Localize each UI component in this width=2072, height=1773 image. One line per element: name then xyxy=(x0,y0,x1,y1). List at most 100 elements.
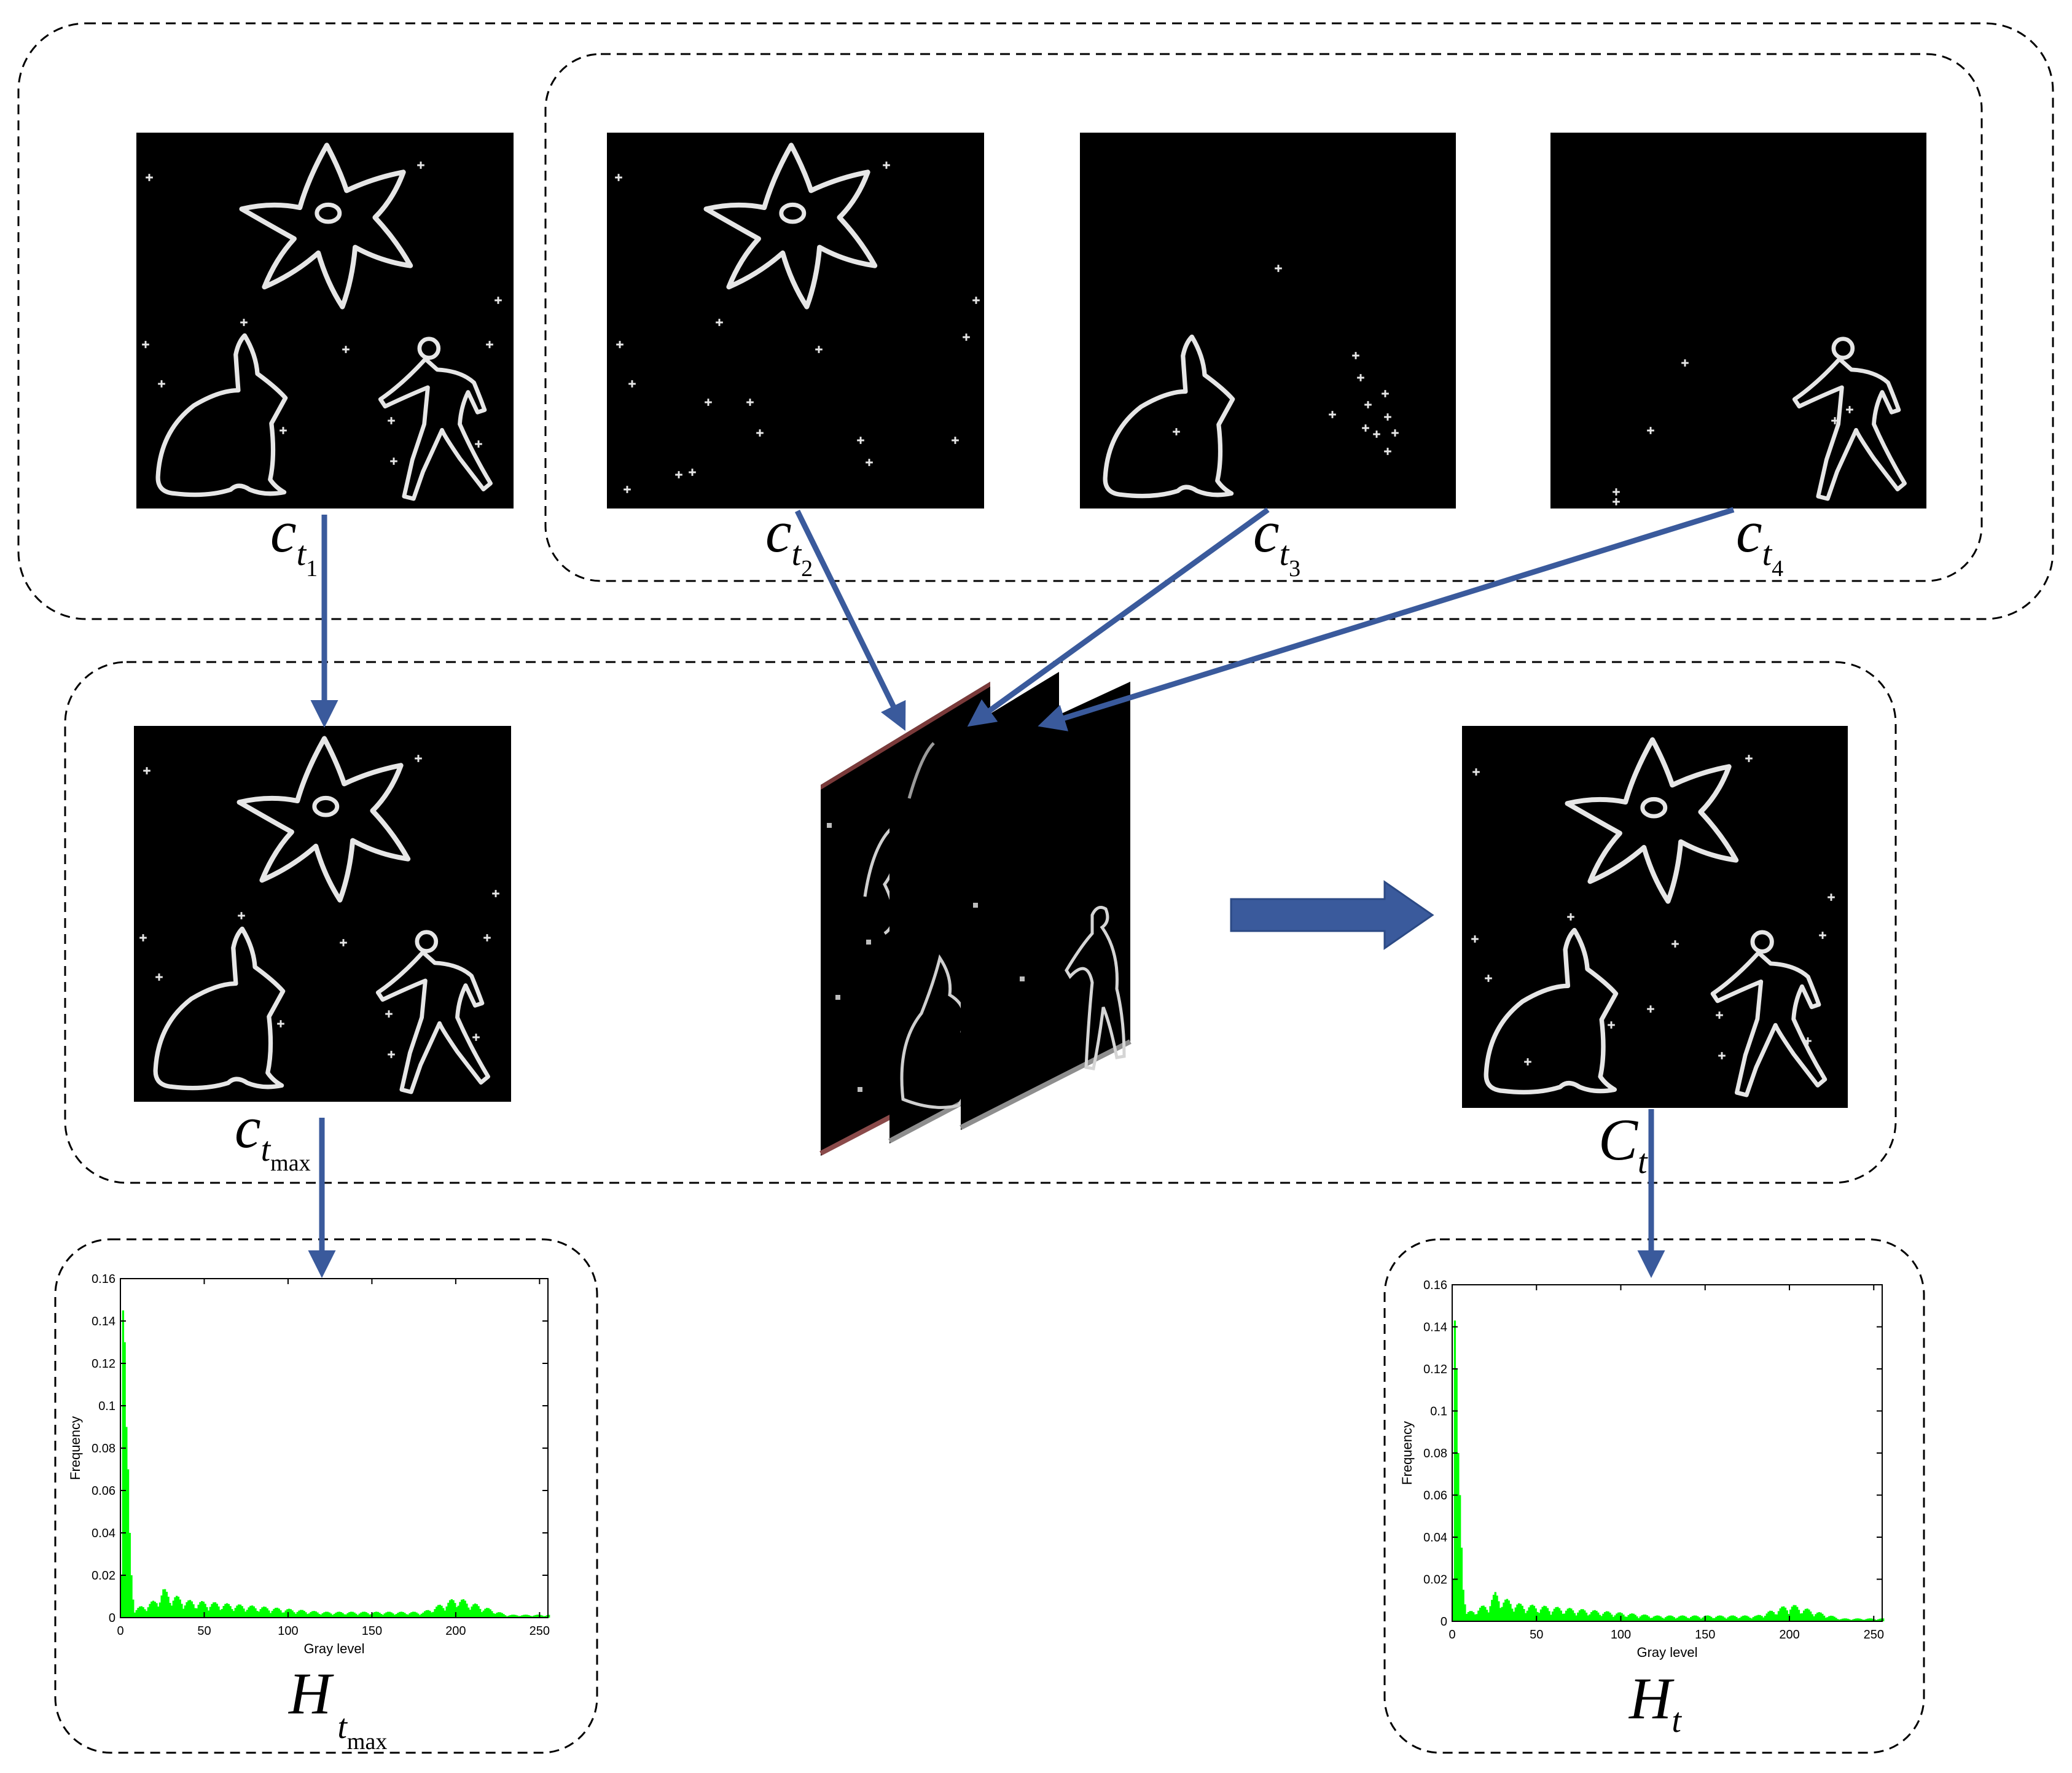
histogram-bar xyxy=(139,1606,141,1618)
histogram-bar xyxy=(1593,1610,1596,1621)
histogram-bar xyxy=(1639,1616,1642,1621)
histogram-bar xyxy=(219,1610,222,1618)
histogram-bar xyxy=(1732,1615,1735,1621)
histogram-bar xyxy=(1679,1615,1682,1621)
histogram-bar xyxy=(209,1607,211,1618)
histogram-bar xyxy=(499,1612,502,1618)
histogram-bar xyxy=(1878,1618,1881,1621)
histogram-bar xyxy=(120,1575,123,1618)
histogram-bar xyxy=(546,1615,549,1618)
histogram-bar xyxy=(1654,1615,1657,1621)
histogram-bar xyxy=(252,1606,255,1618)
histogram-bar xyxy=(333,1613,335,1618)
histogram-bar xyxy=(375,1611,378,1618)
x-tick-label: 100 xyxy=(278,1624,298,1638)
histogram-bar xyxy=(1624,1616,1627,1621)
histogram-bar xyxy=(189,1600,192,1618)
histogram-bar xyxy=(192,1604,195,1618)
histogram-bar xyxy=(1512,1611,1515,1621)
histogram-bar xyxy=(1801,1613,1804,1621)
histogram-bar xyxy=(264,1607,267,1618)
histogram-bar xyxy=(1578,1610,1581,1621)
histogram-bar xyxy=(523,1615,525,1618)
histogram-bar xyxy=(506,1616,509,1618)
histogram-bar xyxy=(541,1615,544,1618)
histogram-bars xyxy=(1452,1320,1885,1621)
histogram-bar xyxy=(222,1605,225,1618)
histogram-bar xyxy=(510,1615,514,1618)
histogram-bar xyxy=(127,1469,130,1618)
histogram-bar xyxy=(1684,1616,1687,1621)
histogram-bar xyxy=(392,1613,394,1618)
histogram-bar xyxy=(539,1615,542,1618)
histogram-bar xyxy=(1467,1611,1470,1621)
histogram-bar xyxy=(534,1615,537,1618)
histogram-bar xyxy=(409,1613,411,1618)
histogram-bar xyxy=(145,1611,148,1618)
histogram-bar xyxy=(360,1612,362,1618)
histogram-bar xyxy=(225,1603,229,1618)
histogram-bar xyxy=(1853,1618,1856,1621)
label-Ct: Ct xyxy=(1598,1107,1648,1181)
histogram-bar xyxy=(1641,1615,1643,1621)
histogram-bar xyxy=(1501,1607,1503,1621)
histogram-bar xyxy=(337,1611,339,1618)
plot-frame xyxy=(1452,1284,1883,1622)
histogram-bar xyxy=(385,1612,388,1618)
histogram-bar xyxy=(1597,1612,1600,1621)
histogram-bar xyxy=(186,1602,188,1618)
histogram-bar xyxy=(1678,1616,1681,1621)
histogram-bar xyxy=(313,1611,316,1618)
histogram-bar xyxy=(1536,1611,1539,1621)
histogram-bar xyxy=(1646,1615,1649,1621)
histogram-bar xyxy=(1648,1616,1650,1621)
histogram-bar xyxy=(201,1601,203,1618)
histogram-bar xyxy=(1460,1548,1463,1621)
histogram-bar xyxy=(1870,1618,1873,1621)
histogram-bar xyxy=(494,1613,496,1618)
histogram-bar xyxy=(1557,1607,1559,1621)
histogram-bar xyxy=(1652,1616,1656,1621)
histogram-bar xyxy=(1568,1608,1571,1621)
histogram-bar xyxy=(378,1613,381,1618)
histogram-bar xyxy=(355,1613,358,1618)
histogram-bar xyxy=(1772,1611,1775,1621)
label-ct4: ct4 xyxy=(1736,499,1783,582)
panel-Ct xyxy=(1462,726,1848,1108)
histogram-bar xyxy=(1788,1614,1790,1621)
histogram-bar xyxy=(1703,1616,1706,1621)
histogram-bar xyxy=(308,1613,311,1618)
histogram-bar xyxy=(238,1604,240,1618)
histogram-bar xyxy=(271,1610,273,1618)
histogram-bar xyxy=(1862,1619,1864,1621)
histogram-bar xyxy=(462,1599,465,1618)
histogram-bar xyxy=(179,1599,181,1618)
histogram-bar xyxy=(280,1610,282,1618)
histogram-bar xyxy=(326,1611,329,1618)
histogram-bar xyxy=(528,1615,530,1618)
histogram-bar xyxy=(1693,1615,1695,1621)
histogram-bar xyxy=(507,1615,510,1618)
histogram-bar xyxy=(291,1610,294,1618)
histogram-bar xyxy=(1848,1619,1851,1621)
histogram-bar xyxy=(1673,1617,1675,1621)
histogram-bar xyxy=(1688,1618,1691,1621)
histogram-bar xyxy=(1705,1615,1708,1621)
histogram-bar xyxy=(1828,1616,1831,1621)
histogram-bar xyxy=(1725,1618,1728,1621)
histogram-bar xyxy=(417,1613,420,1618)
middle-group-box xyxy=(64,661,1897,1184)
histogram-bar xyxy=(1538,1613,1541,1621)
histogram-bar xyxy=(1808,1609,1810,1621)
histogram-bar xyxy=(1465,1613,1468,1621)
histogram-bar xyxy=(1675,1618,1677,1621)
histogram-bar xyxy=(1740,1616,1743,1621)
histogram-bar xyxy=(160,1595,163,1618)
histogram-bar xyxy=(418,1615,421,1618)
histogram-bar xyxy=(1580,1609,1582,1621)
y-tick-label: 0.12 xyxy=(1423,1363,1447,1376)
label-ct3: ct3 xyxy=(1253,499,1300,582)
histogram-bar xyxy=(370,1614,373,1618)
histogram-bar xyxy=(1462,1589,1464,1621)
